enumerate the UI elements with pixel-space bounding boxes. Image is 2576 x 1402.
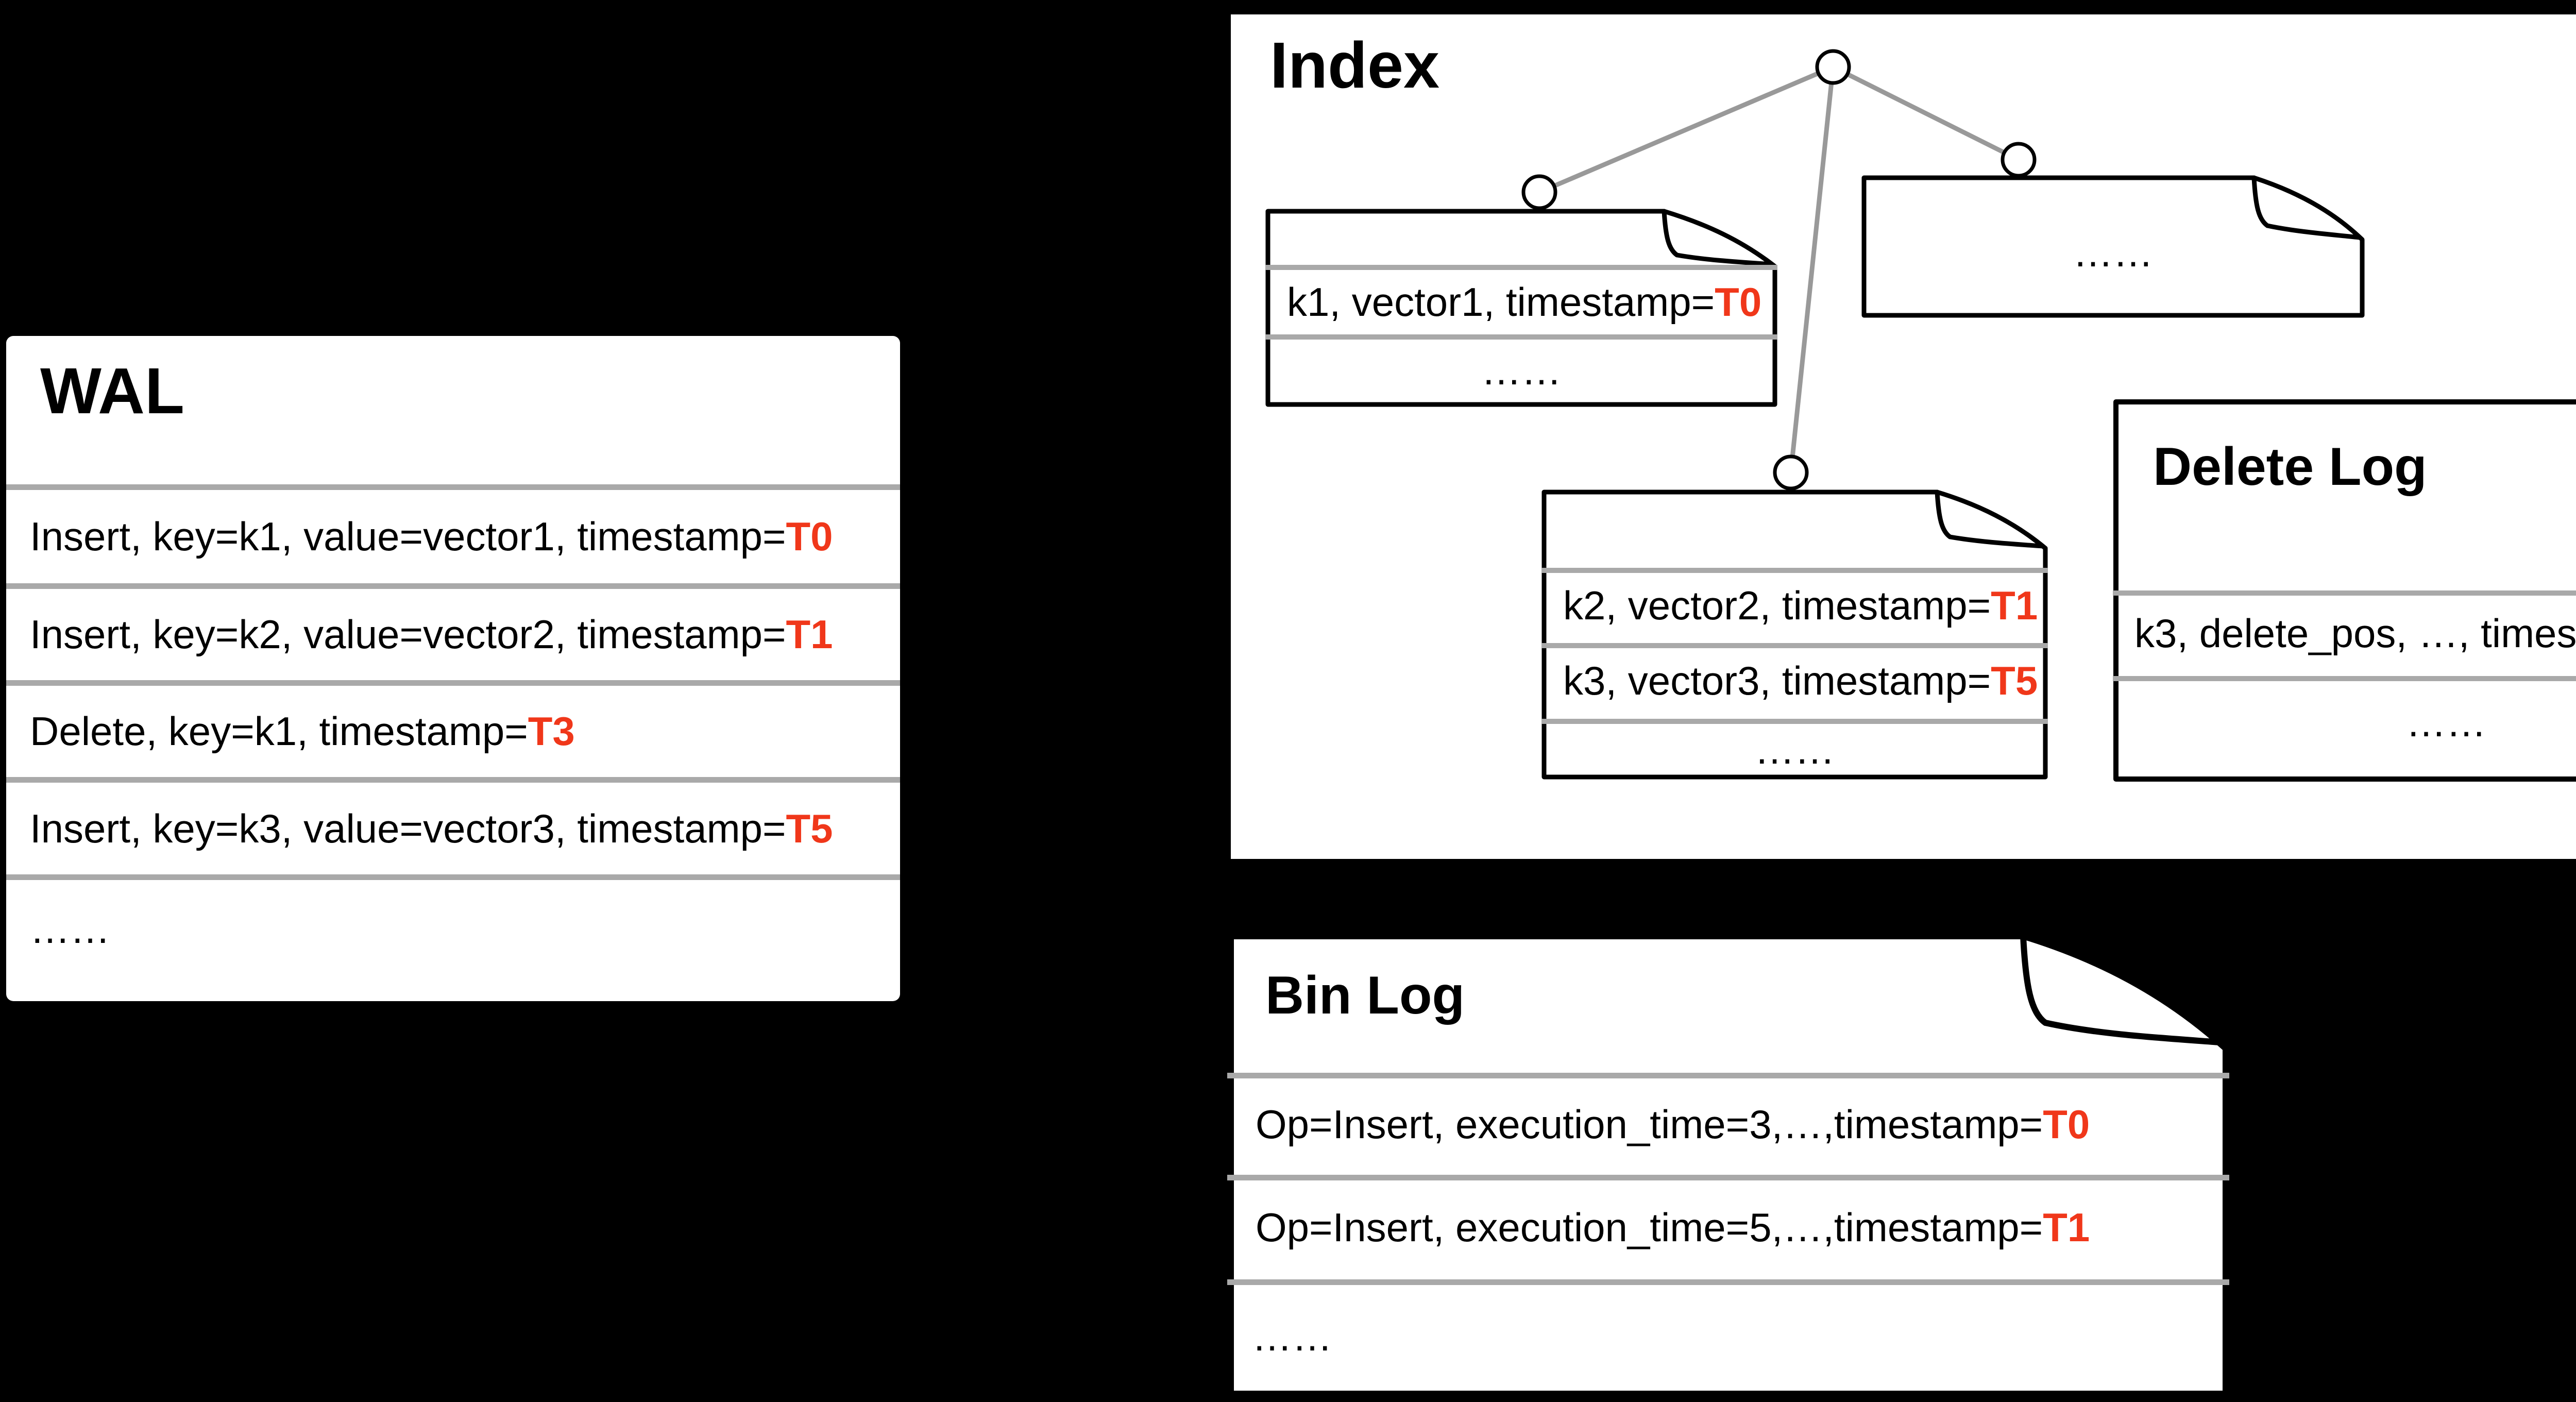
segment-row: k3, vector3, timestamp=T5 (1563, 648, 2038, 714)
wal-row: Insert, key=k3, value=vector3, timestamp… (30, 783, 833, 874)
tree-node-icon (1521, 174, 1557, 210)
tree-edge (1832, 64, 2020, 162)
index-panel: Index k1, vector1, timestamp=T0 …… (1231, 14, 2576, 859)
row-divider (1541, 643, 2048, 648)
wal-row-text: …… (30, 906, 110, 952)
bin-log-box: Bin Log Op=Insert, execution_time=3,…,ti… (1227, 933, 2229, 1397)
delete-log-title: Delete Log (2153, 437, 2427, 497)
tree-edge (1788, 66, 1836, 473)
bin-log-row-text: …… (1252, 1313, 1332, 1359)
bin-log-row: Op=Insert, execution_time=3,…,timestamp=… (1256, 1078, 2090, 1170)
wal-row-text: Insert, key=k2, value=vector2, timestamp… (30, 612, 786, 657)
index-segment-more: …… (1861, 175, 2365, 318)
tree-edge (1538, 64, 1834, 195)
wal-title: WAL (40, 354, 184, 427)
row-divider (6, 583, 900, 589)
index-segment-k2k3: k2, vector2, timestamp=T1 k3, vector3, t… (1541, 489, 2048, 780)
segment-row: …… (1265, 340, 1777, 401)
index-title: Index (1270, 29, 1440, 102)
row-divider (1541, 568, 2048, 573)
delete-log-row: …… (2113, 681, 2576, 764)
delete-log-row-text: …… (2406, 699, 2486, 745)
tree-node-root-icon (1815, 49, 1851, 85)
segment-row: …… (1541, 724, 2048, 775)
segment-row: k1, vector1, timestamp=T0 (1287, 270, 1761, 334)
bin-log-row-text: Op=Insert, execution_time=3,…,timestamp= (1256, 1101, 2043, 1147)
bin-log-row-text: Op=Insert, execution_time=5,…,timestamp= (1256, 1205, 2043, 1250)
wal-row: …… (30, 880, 110, 978)
row-divider (2113, 590, 2576, 596)
row-divider (6, 777, 900, 783)
segment-row-text: k1, vector1, timestamp= (1287, 279, 1715, 325)
timestamp-value: T1 (1991, 582, 2038, 628)
bin-log-row: …… (1252, 1285, 1332, 1388)
index-segment-k1: k1, vector1, timestamp=T0 …… (1265, 209, 1777, 407)
delete-log-box: Delete Log k3, delete_pos, …, timestamp=… (2113, 399, 2576, 782)
delete-log-row-text: k3, delete_pos, …, timestamp= (2134, 610, 2576, 656)
wal-row-text: Insert, key=k1, value=vector1, timestamp… (30, 514, 786, 559)
row-divider (6, 484, 900, 490)
row-divider (1227, 1073, 2229, 1078)
timestamp-value: T1 (2043, 1205, 2090, 1250)
wal-row-text: Delete, key=k1, timestamp= (30, 708, 528, 754)
timestamp-value: T5 (786, 805, 833, 851)
row-divider (6, 874, 900, 880)
tree-node-icon (2001, 142, 2037, 178)
timestamp-value: T0 (1715, 279, 1762, 325)
timestamp-value: T5 (1991, 658, 2038, 703)
timestamp-value: T3 (528, 708, 575, 754)
timestamp-value: T1 (786, 612, 833, 657)
wal-row: Insert, key=k2, value=vector2, timestamp… (30, 589, 833, 680)
wal-row-text: Insert, key=k3, value=vector3, timestamp… (30, 805, 786, 851)
segment-row: …… (1861, 216, 2365, 289)
segment-row-text: k2, vector2, timestamp= (1563, 582, 1991, 628)
timestamp-value: T0 (2043, 1101, 2090, 1147)
row-divider (1541, 719, 2048, 724)
segment-row-text: …… (1481, 347, 1562, 393)
segment-row-text: k3, vector3, timestamp= (1563, 658, 1991, 703)
row-divider (1265, 334, 1777, 340)
wal-row: Delete, key=k1, timestamp=T3 (30, 686, 575, 777)
bin-log-title: Bin Log (1265, 966, 1465, 1025)
wal-row: Insert, key=k1, value=vector1, timestamp… (30, 490, 833, 583)
row-divider (2113, 676, 2576, 681)
segment-row: k2, vector2, timestamp=T1 (1563, 573, 2038, 638)
row-divider (6, 680, 900, 686)
timestamp-value: T0 (786, 514, 833, 559)
row-divider (1227, 1175, 2229, 1180)
segment-row-text: …… (2073, 229, 2154, 275)
row-divider (1227, 1279, 2229, 1285)
tree-node-icon (1773, 454, 1809, 491)
row-divider (1265, 265, 1777, 270)
bin-log-row: Op=Insert, execution_time=5,…,timestamp=… (1256, 1180, 2090, 1275)
wal-box: WAL Insert, key=k1, value=vector1, times… (6, 336, 900, 1001)
delete-log-row: k3, delete_pos, …, timestamp=T3 (2134, 596, 2576, 671)
segment-row-text: …… (1754, 727, 1835, 772)
